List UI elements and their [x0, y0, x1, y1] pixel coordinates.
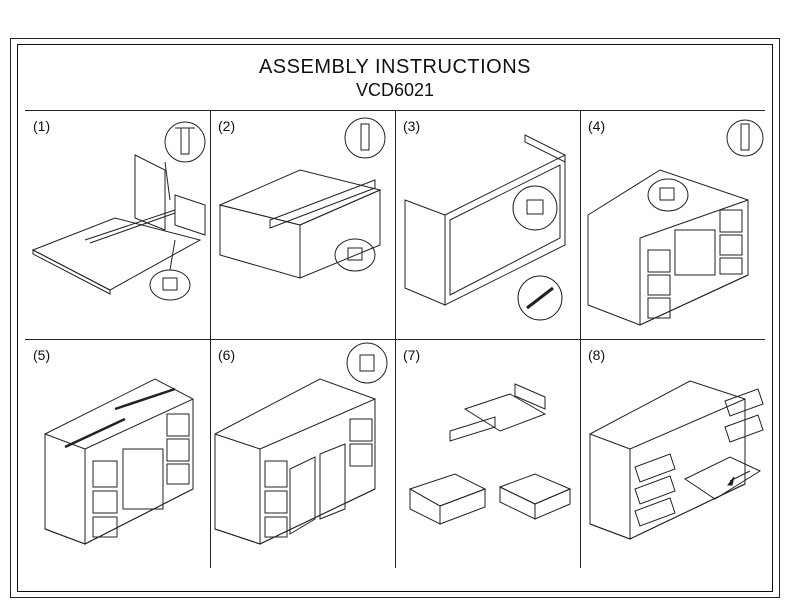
step-1-callout [149, 269, 191, 301]
step-5-illustration [44, 378, 194, 545]
step-3-callout [517, 275, 563, 321]
step-1-panel: (1) [25, 110, 210, 339]
step-2-illustration [218, 117, 386, 279]
step-2-callout [334, 238, 376, 272]
step-4-callout [647, 178, 689, 212]
outer-border [10, 38, 780, 598]
step-3-callout [512, 185, 558, 231]
step-5-panel: (5) [25, 339, 210, 568]
step-3-label: (3) [403, 118, 421, 134]
grid-line [580, 110, 581, 568]
grid-line [395, 110, 396, 568]
step-6-panel: (6) [210, 339, 395, 568]
step-7-panel: (7) [395, 339, 580, 568]
step-5-label: (5) [33, 347, 51, 363]
step-3-illustration [404, 134, 566, 321]
step-2-panel: (2) [210, 110, 395, 339]
step-6-label: (6) [218, 347, 236, 363]
step-1-label: (1) [33, 118, 51, 134]
step-8-panel: (8) [580, 339, 765, 568]
step-4-panel: (4) [580, 110, 765, 339]
steps-grid: (1) (2) [25, 110, 765, 568]
document-title: ASSEMBLY INSTRUCTIONS [258, 56, 532, 78]
step-1-illustration [31, 121, 206, 301]
step-8-illustration [589, 380, 764, 540]
step-4-illustration [587, 119, 764, 326]
step-2-callout [344, 117, 386, 159]
grid-line [210, 110, 211, 568]
step-2-label: (2) [218, 118, 236, 134]
model-number: VCD6021 [355, 80, 435, 100]
step-3-panel: (3) [395, 110, 580, 339]
step-6-illustration [214, 342, 388, 545]
step-7-label: (7) [403, 347, 421, 363]
step-8-label: (8) [588, 347, 606, 363]
step-4-callout [726, 119, 764, 157]
inner-border [17, 44, 773, 592]
step-7-illustration [408, 383, 572, 525]
step-4-label: (4) [588, 118, 606, 134]
step-6-callout [346, 342, 388, 384]
step-1-callout [164, 121, 206, 163]
